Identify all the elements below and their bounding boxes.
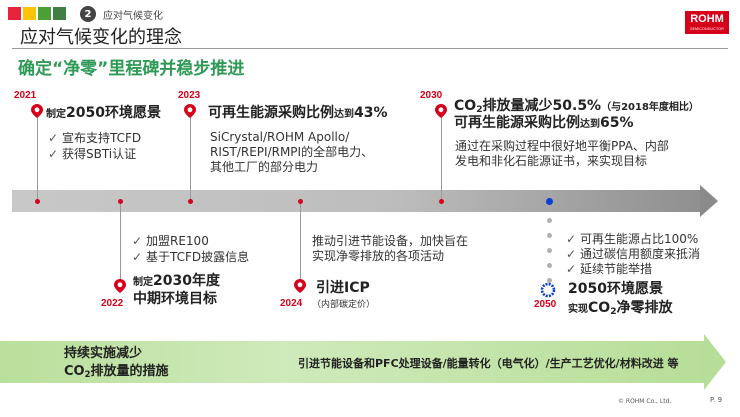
milestone-2024-note: （内部碳定价） [312, 300, 376, 310]
location-pin-icon [435, 104, 447, 118]
milestone-2030-title-2: 可再生能源采购比例达到65% [454, 115, 634, 131]
connector-2023 [190, 114, 191, 200]
milestone-2021-item: ✓获得SBTi认证 [48, 147, 137, 161]
milestone-2024-line: 实现净零排放的各项活动 [312, 249, 445, 263]
sdg-icon-3 [38, 7, 51, 20]
section-label: 应对气候变化 [103, 11, 163, 22]
footer-copyright: © ROHM Co., Ltd. [618, 398, 672, 405]
page-number: P. 9 [710, 396, 723, 404]
location-pin-icon [294, 279, 306, 293]
year-2021: 2021 [14, 90, 37, 101]
milestone-2050-item: ✓可再生能源占比100% [566, 232, 699, 246]
dotted-marker [547, 233, 552, 238]
location-pin-icon [184, 104, 196, 118]
ongoing-measures-arrowhead [704, 334, 726, 390]
year-2022: 2022 [101, 298, 124, 309]
sdg-icon-4 [53, 7, 66, 20]
milestone-2023-line: SiCrystal/ROHM Apollo/ [210, 130, 350, 144]
milestone-2022-item: ✓基于TCFD披露信息 [132, 250, 250, 264]
dotted-marker [547, 248, 552, 253]
connector-2030 [441, 114, 442, 200]
ongoing-measures-title: 持续实施减少 CO2排放量的措施 [64, 346, 169, 379]
sdg-icon-2 [23, 7, 36, 20]
timeline-dot-2024 [298, 199, 303, 204]
dotted-marker [547, 218, 552, 223]
timeline-dot-2030 [439, 199, 444, 204]
milestone-2023-title: 可再生能源采购比例达到43% [208, 105, 388, 121]
ongoing-measures-bar [0, 341, 706, 383]
milestone-2050-title-2: 实现CO2净零排放 [568, 300, 673, 317]
year-2050: 2050 [534, 299, 557, 310]
location-pin-icon [114, 279, 126, 293]
year-2024: 2024 [280, 298, 303, 309]
page-title: 应对气候变化的理念 [20, 27, 182, 48]
page-subtitle: 确定“净零”里程碑并稳步推进 [18, 59, 245, 79]
milestone-2023-line: 其他工厂的部分电力 [210, 160, 319, 174]
connector-2022 [120, 202, 121, 280]
milestone-2024-title: 引进ICP [316, 280, 370, 296]
milestone-2021-title: 制定2050环境愿景 [46, 105, 161, 123]
milestone-2030-line: 通过在采购过程中很好地平衡PPA、内部 [455, 139, 669, 153]
ongoing-measures-detail: 引进节能设备和PFC处理设备/能量转化（电气化）/生产工艺优化/材料改进 等 [298, 357, 679, 370]
sdg-icon-1 [8, 7, 21, 20]
timeline-dot-2023 [188, 199, 193, 204]
logo-text: ROHM [690, 13, 724, 25]
milestone-2022-item: ✓加盟RE100 [132, 234, 209, 248]
title-divider [12, 48, 728, 49]
timeline-bar [12, 190, 702, 212]
milestone-2030-line: 发电和非化石能源证书，来实现目标 [455, 154, 648, 168]
connector-2021 [37, 114, 38, 200]
timeline-dot-2021 [35, 199, 40, 204]
location-pin-icon [31, 104, 43, 118]
logo-subtext: SEMICONDUCTOR [690, 27, 724, 31]
timeline-arrowhead [700, 185, 718, 217]
milestone-2021-heading: 2050环境愿景 [66, 105, 161, 121]
milestone-2050-title-1: 2050环境愿景 [568, 281, 663, 297]
section-number-badge: 2 [80, 6, 96, 22]
milestone-2021-item: ✓宣布支持TCFD [48, 131, 142, 145]
year-2023: 2023 [178, 90, 201, 101]
rohm-logo: ROHM SEMICONDUCTOR [685, 11, 729, 34]
dotted-marker [547, 263, 552, 268]
milestone-2022-title-2: 中期环境目标 [133, 291, 217, 307]
timeline-dot-2022 [118, 199, 123, 204]
milestone-2050-item: ✓通过碳信用额度来抵消 [566, 247, 701, 261]
milestone-2050-item: ✓延续节能举措 [566, 262, 653, 276]
milestone-2023-line: RIST/REPI/RMPI的全部电力、 [210, 145, 374, 159]
milestone-2021-prefix: 制定 [46, 109, 66, 120]
year-2030: 2030 [420, 90, 443, 101]
connector-2024 [300, 202, 301, 280]
milestone-2022-title-1: 制定2030年度 [133, 273, 220, 289]
milestone-2024-line: 推动引进节能设备，加快旨在 [312, 234, 469, 248]
timeline-dot-2050 [546, 198, 553, 205]
gear-icon [540, 282, 556, 298]
milestone-2030-title-1: CO2排放量减少50.5%（与2018年度相比） [454, 98, 699, 115]
dotted-marker [547, 278, 552, 283]
